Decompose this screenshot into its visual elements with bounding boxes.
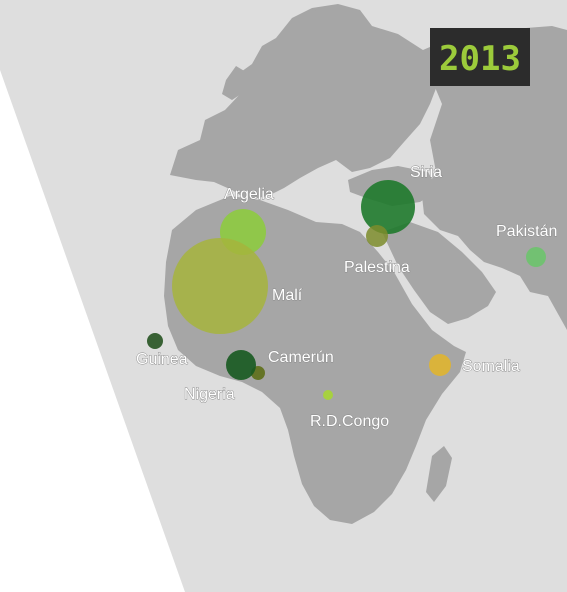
asia-landmass bbox=[400, 26, 567, 330]
label-r-d-congo: R.D.Congo bbox=[310, 413, 389, 430]
madagascar bbox=[426, 446, 452, 502]
british-isles bbox=[222, 66, 246, 100]
arabian-peninsula bbox=[382, 222, 496, 324]
label-palestina: Palestina bbox=[344, 259, 410, 276]
bubble-somalia bbox=[429, 354, 451, 376]
bubble-nigeria bbox=[226, 350, 256, 380]
label-mali: Malí bbox=[272, 287, 303, 304]
year-badge-background bbox=[430, 28, 530, 86]
bubble-mali bbox=[172, 238, 268, 334]
bubble-pakistan bbox=[526, 247, 546, 267]
label-pakistan: Pakistán bbox=[496, 223, 557, 240]
label-siria: Siria bbox=[410, 164, 442, 181]
bubble-r-d-congo bbox=[323, 390, 333, 400]
europe-landmass bbox=[170, 4, 440, 200]
year-badge-label: 2013 bbox=[439, 39, 521, 79]
year-badge: 2013 bbox=[430, 28, 530, 86]
bubble-palestina bbox=[366, 225, 388, 247]
bubble-guinea bbox=[147, 333, 163, 349]
label-nigeria: Nigeria bbox=[184, 386, 235, 403]
bubbles-layer bbox=[147, 180, 546, 400]
label-somalia: Somalia bbox=[462, 358, 520, 375]
scandinavia bbox=[268, 6, 348, 72]
label-argelia: Argelia bbox=[224, 186, 274, 203]
label-guinea: Guinea bbox=[136, 351, 188, 368]
bubble-siria bbox=[361, 180, 415, 234]
label-camerun: Camerún bbox=[268, 349, 334, 366]
